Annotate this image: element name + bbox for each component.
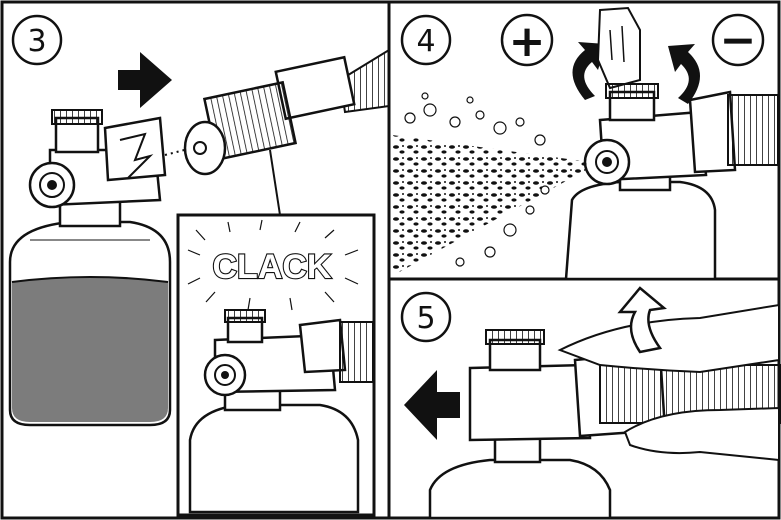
panel-3-number: 3 [27,24,46,59]
left-arrow-icon [404,370,460,440]
sound-burst [187,219,359,311]
panel-3: 3 [8,14,390,517]
clack-sound-label: CLACK [213,248,332,286]
adjust-knob [51,109,103,125]
hand [596,6,641,90]
panel-4: 4 + − [392,6,779,281]
foam-bottle [8,220,172,427]
panel-3-badge [11,14,63,66]
panel-4-number: 4 [416,24,435,59]
liquid-level [12,277,168,422]
foam-spray [392,135,590,276]
upper-hand [557,303,780,374]
panel-5-bottle [428,458,612,520]
pull-arrow-icon [617,286,667,354]
decrease-symbol: − [720,15,757,66]
foam-nozzle-head [28,109,167,228]
rotate-ccw-icon [668,44,700,104]
spray-lance-connector [183,48,390,216]
increase-symbol: + [509,16,546,67]
panel-5-badge [400,291,452,343]
panel-5: 5 [400,286,781,520]
lower-hand [623,406,780,462]
decrease-badge [711,13,765,67]
panel-4-badge [400,14,452,66]
adjust-knob-panel-5 [485,329,545,345]
foam-bubbles [404,92,550,267]
connection-guide [164,147,193,156]
panel-4-bottle [564,180,717,281]
adjust-knob-panel-4 [605,83,659,99]
increase-badge [500,13,554,67]
right-arrow-icon [118,52,172,108]
panel-5-number: 5 [416,301,435,336]
click-inset: CLACK [176,213,376,517]
